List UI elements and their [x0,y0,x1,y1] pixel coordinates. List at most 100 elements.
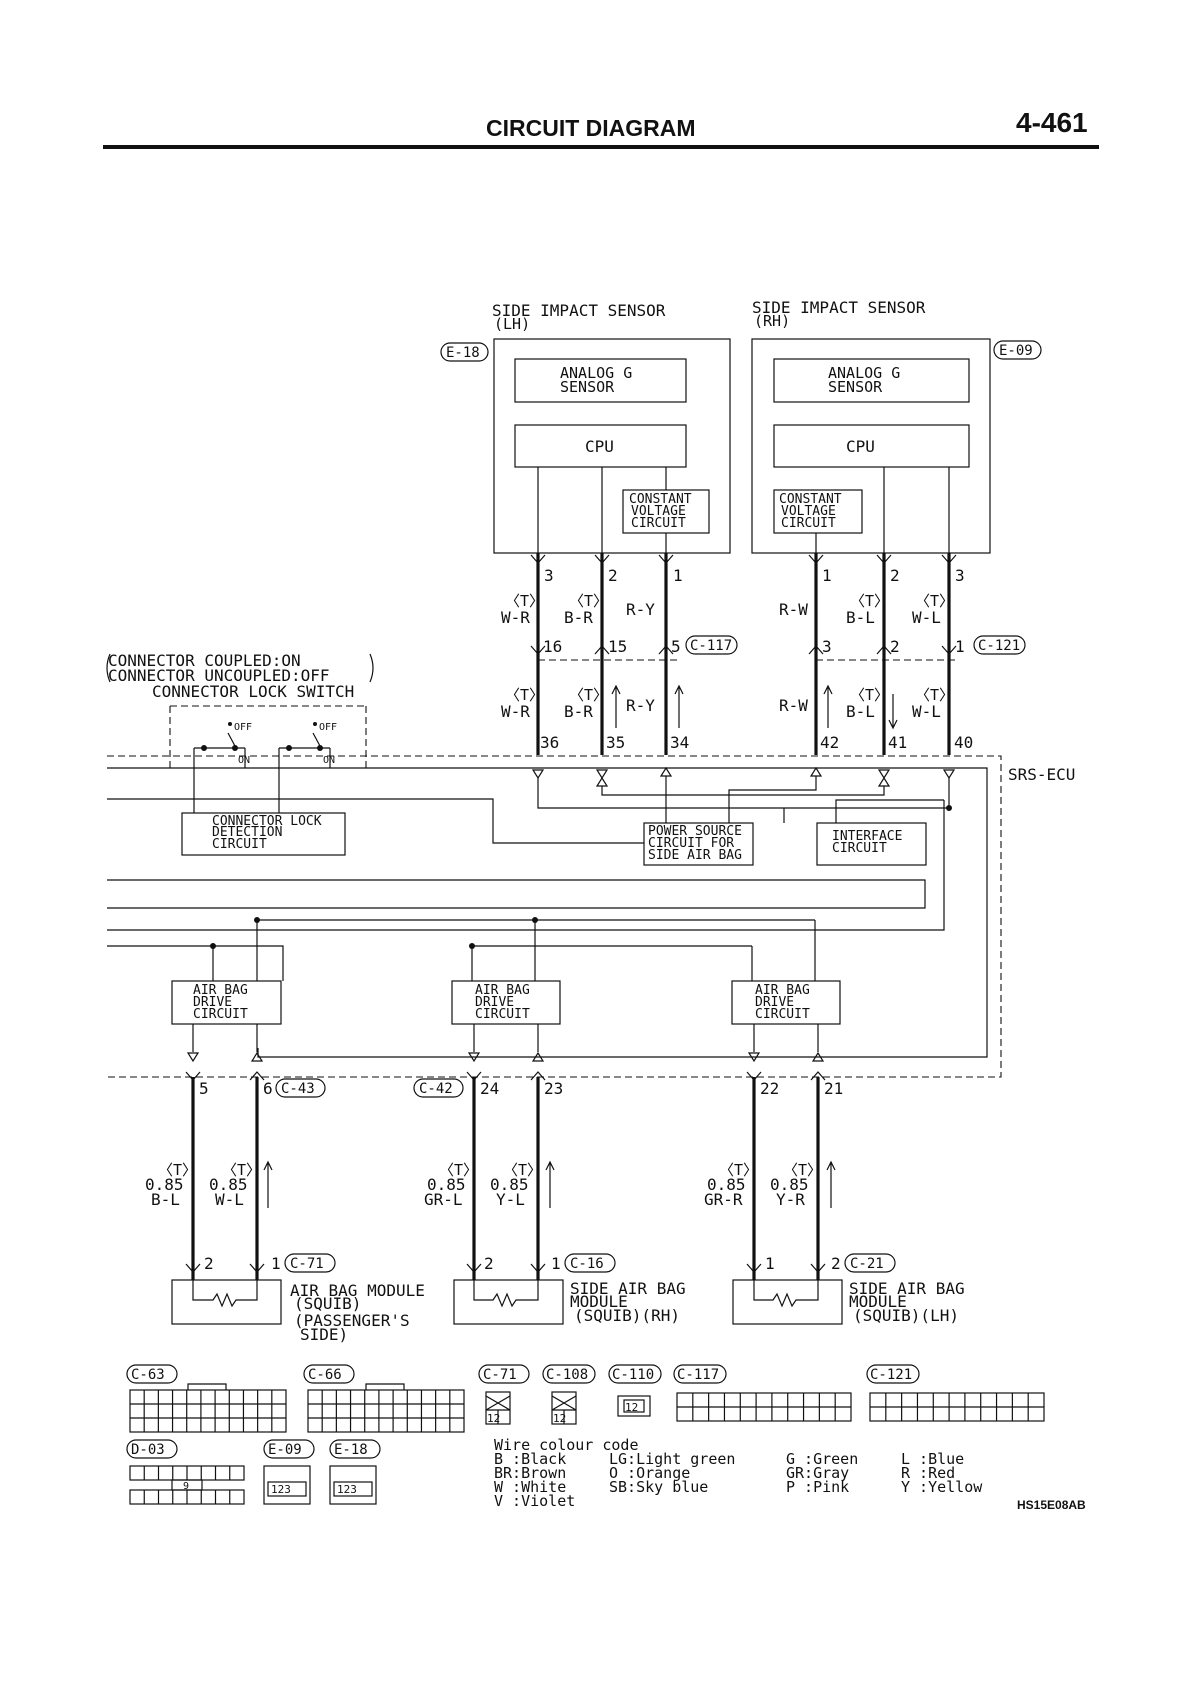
lh-analog-box [514,358,687,403]
pin-number: 1 [765,1254,775,1273]
twisted-mark: 〈T〉 [915,592,954,610]
connector-tag [275,1078,326,1098]
connector-tag [993,340,1042,360]
page-title: CIRCUIT DIAGRAM [486,115,696,141]
wire-color: W-L [912,702,941,721]
pin-number: 3 [955,566,965,585]
switch-on-label: ON [238,755,250,766]
pin-number: 1 [822,566,832,585]
wire-color: W-R [501,608,530,627]
connector-pins: 9 [183,1481,189,1492]
pin-number: 36 [540,733,559,752]
wire-color: Y-R [776,1190,805,1209]
pin-number: 34 [670,733,689,752]
pin-number: 6 [263,1079,273,1098]
power-label-2: CIRCUIT FOR [648,836,734,851]
lower-harness [191,1077,820,1280]
lh-sensor-title: SIDE IMPACT SENSOR [492,301,666,320]
twisted-mark: 〈T〉 [569,592,608,610]
twisted-mark: 〈T〉 [158,1161,197,1179]
wire-color: W-R [501,702,530,721]
legend-entry: P :Pink [786,1478,849,1496]
passenger-module-box [171,1279,282,1325]
wire-gauge: 0.85 [490,1175,529,1194]
connector-view-c108: C-108 [546,1367,588,1383]
connector-tag [413,1078,464,1098]
legend-entry: B :Black [494,1450,566,1468]
drive-label-3: CIRCUIT [193,1007,248,1022]
cv-label-2: VOLTAGE [631,504,686,519]
connector-view-c71: C-71 [483,1367,517,1383]
pin-number: 5 [199,1079,209,1098]
lh-sensor-side: (LH) [494,315,530,333]
wire-gauge: 0.85 [209,1175,248,1194]
wire-color: B-R [564,608,593,627]
switch-title: CONNECTOR LOCK SWITCH [152,682,354,701]
twisted-mark: 〈T〉 [505,592,544,610]
twisted-mark: 〈T〉 [783,1161,822,1179]
wire-gauge: 0.85 [770,1175,809,1194]
wire-color: W-L [215,1190,244,1209]
legend-entry: LG:Light green [609,1450,735,1468]
connector-view-d03: D-03 [131,1442,165,1458]
interface-label-2: CIRCUIT [832,841,887,856]
analog-label: ANALOG G [828,364,900,382]
module-label: SIDE AIR BAG [570,1279,686,1298]
connector-label-c16: C-16 [570,1256,604,1272]
pin-number: 2 [831,1254,841,1273]
twisted-mark: 〈T〉 [222,1161,261,1179]
analog-label: ANALOG G [560,364,632,382]
switch-note: CONNECTOR COUPLED:ON [108,651,301,670]
drive-circuit-box [171,980,282,1025]
rh-module-box [453,1279,564,1325]
analog-label-2: SENSOR [828,378,883,396]
connector-label-c121: C-121 [978,638,1020,654]
legend-entry: SB:Sky blue [609,1478,708,1496]
switch-off-label: OFF [234,722,252,733]
connector-tag [440,342,489,362]
interface-label: INTERFACE [832,829,902,844]
pin-number: 2 [608,566,618,585]
pin-number: 3 [544,566,554,585]
wire-color: R-W [779,696,808,715]
connector-pins: 12 [553,1412,566,1425]
drive-circuit-box [451,980,561,1025]
connector-label-c117: C-117 [690,638,732,654]
connector-tag [284,1253,336,1273]
interface-box [816,822,927,866]
connector-label-e18: E-18 [446,345,480,361]
wire-color: W-L [912,608,941,627]
cpu-label: CPU [846,437,875,456]
lh-sensor-box [493,338,731,554]
connector-view-e09: E-09 [268,1442,302,1458]
twisted-mark: 〈T〉 [850,686,889,704]
pin-number: 2 [204,1254,214,1273]
wire-color: Y-L [496,1190,525,1209]
drive-label-3: CIRCUIT [475,1007,530,1022]
pin-number: 5 [671,637,681,656]
wire-gauge: 0.85 [707,1175,746,1194]
pin-number: 41 [888,733,907,752]
wire-color: B-R [564,702,593,721]
wire-color: R-Y [626,600,655,619]
figure-code: HS15E08AB [1017,1498,1086,1512]
module-label: AIR BAG MODULE [290,1281,425,1300]
connector-label-c71: C-71 [290,1256,324,1272]
legend-entry: G :Green [786,1450,858,1468]
connector-pins: 12 [487,1412,500,1425]
legend-entry: L :Blue [901,1450,964,1468]
legend-entry: BR:Brown [494,1464,566,1482]
pin-number: 1 [673,566,683,585]
wire-color: GR-R [704,1190,743,1209]
pin-number: 24 [480,1079,499,1098]
detect-label-2: DETECTION [212,825,282,840]
legend-entry: O :Orange [609,1464,690,1482]
rh-sensor-box [751,338,991,554]
pin-number: 23 [544,1079,563,1098]
wire-color: GR-L [424,1190,463,1209]
drive-circuit-box [731,980,841,1025]
wire-color: R-Y [626,696,655,715]
rh-cpu-box [773,424,970,468]
